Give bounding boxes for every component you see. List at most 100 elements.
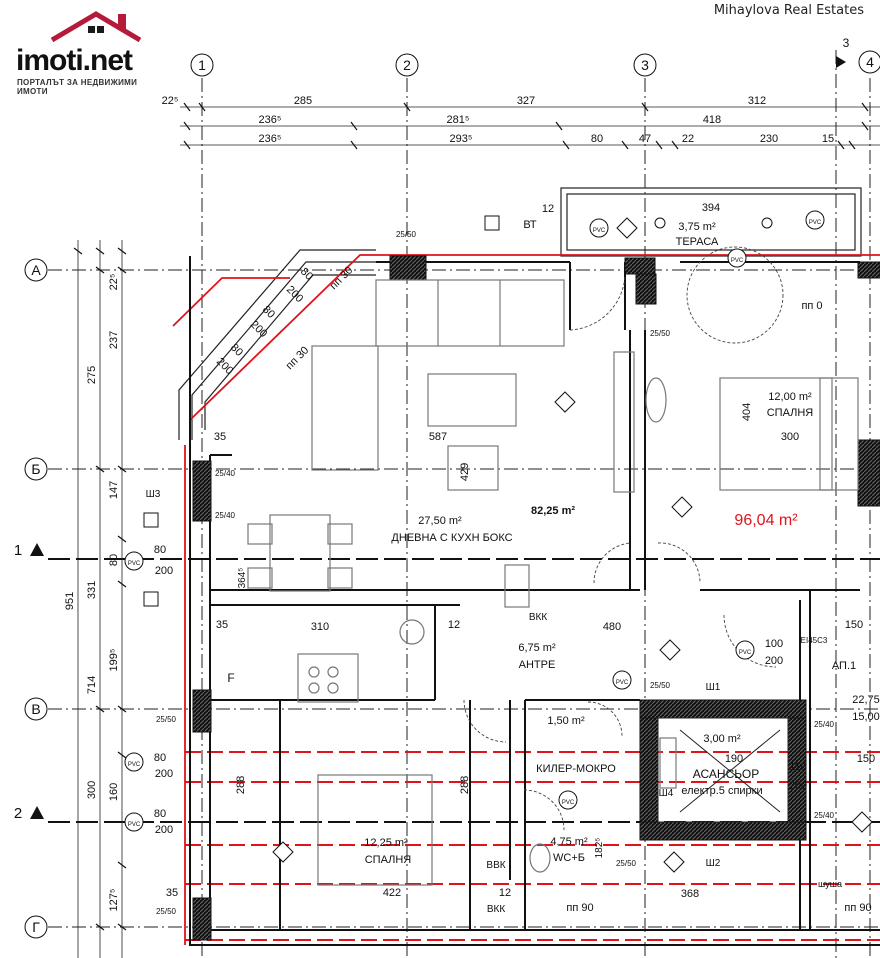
dim-left-275: 275 [86, 366, 98, 384]
label-429: 429 [459, 463, 471, 481]
label-pvc-f: PVC [616, 680, 629, 686]
label-80-b: 80 [154, 752, 166, 764]
dim-left-300: 300 [86, 781, 98, 799]
label-12-c: 12 [499, 887, 511, 899]
dim-left-1995: 199⁵ [108, 649, 120, 672]
room-elevator-area: 3,00 m² [703, 733, 741, 745]
column-2-label: 2 [403, 57, 411, 73]
label-vkk2: ВВК [486, 860, 505, 871]
label-35-a: 35 [216, 619, 228, 631]
left-dimensions: 951 275 331 714 300 22⁵ 237 147 80 199⁵ … [64, 240, 127, 958]
label-pp0: пп 0 [801, 300, 822, 312]
label-110: 110 [789, 761, 807, 773]
label-2550-a: 25/50 [396, 230, 417, 239]
logo-subtitle: ПОРТАЛЪТ ЗА НЕДВИЖИМИ ИМОТИ [17, 78, 138, 96]
label-200-b: 200 [155, 768, 173, 780]
label-2550-b: 25/50 [156, 715, 177, 724]
label-pvc-d: PVC [128, 762, 141, 768]
room-elevator-note: електр.5 спирки [681, 785, 762, 797]
room-storage-area: 1,50 m² [547, 715, 585, 727]
label-35-c: 35 [166, 887, 178, 899]
label-200-lift: 200 [789, 780, 807, 792]
room-total-net: 82,25 m² [531, 505, 575, 517]
label-sh4: Ш4 [659, 788, 674, 799]
label-2540-b: 25/40 [215, 511, 236, 520]
label-pvc-b: PVC [809, 220, 822, 226]
svg-text:200: 200 [214, 356, 235, 377]
dim-top3-0: 236⁵ [259, 133, 282, 145]
label-35-b: 35 [214, 431, 226, 443]
label-190: 190 [725, 753, 743, 765]
logo-text: imoti.net [16, 44, 133, 77]
room-bedroom2-name: СПАЛНЯ [365, 854, 412, 866]
dim-left-225: 22⁵ [108, 274, 120, 291]
dim-left-160: 160 [108, 783, 120, 801]
logo[interactable]: imoti.net ПОРТАЛЪТ ЗА НЕДВИЖИМИ ИМОТИ [8, 6, 168, 96]
room-living-name: ДНЕВНА С КУХН БОКС [391, 532, 512, 544]
top-dimensions: 22⁵ 285 327 312 236⁵ 281⁵ 418 236⁵ 293⁵ … [162, 95, 880, 150]
room-living-area: 27,50 m² [418, 515, 462, 527]
logo-chimney [118, 14, 126, 30]
label-368: 368 [681, 888, 699, 900]
label-pvc-h: PVC [739, 650, 752, 656]
label-200-a: 200 [155, 565, 173, 577]
label-480: 480 [603, 621, 621, 633]
dim-top3-1: 293⁵ [450, 133, 473, 145]
label-12-b: 12 [542, 203, 554, 215]
room-elevator-name: АСАНСЬОР [693, 767, 759, 781]
label-80-c: 80 [154, 808, 166, 820]
axis-lines [48, 50, 880, 958]
dim-left-147: 147 [108, 481, 120, 499]
dim-top1-3: 312 [748, 95, 766, 107]
dim-top1-1: 285 [294, 95, 312, 107]
dim-top3-5: 230 [760, 133, 778, 145]
label-pvc-i: PVC [731, 258, 744, 264]
logo-roof [50, 11, 142, 43]
label-288b: 288 [459, 776, 471, 794]
label-587: 587 [429, 431, 447, 443]
dim-left-237: 237 [108, 331, 120, 349]
annotation-labels: 587 300 404 429 310 480 422 368 394 190 … [128, 202, 875, 916]
walls [189, 256, 880, 946]
label-150a: 150 [845, 619, 863, 631]
label-200: 200 [765, 655, 783, 667]
dim-left-714: 714 [86, 676, 98, 694]
label-vt: ВТ [523, 219, 537, 231]
label-pvc-a: PVC [593, 228, 606, 234]
label-1825: 182⁵ [594, 838, 605, 859]
row-a-label: А [31, 262, 41, 278]
label-sh1: Ш1 [706, 682, 721, 693]
label-shusha: шуша [818, 879, 842, 889]
label-pp30b: пп 30 [284, 344, 312, 372]
svg-text:200: 200 [284, 284, 305, 305]
logo-window [88, 26, 104, 33]
room-neighbour-area2: 15,00 [852, 711, 880, 723]
label-2550-c: 25/50 [650, 681, 671, 690]
label-ap1: АП.1 [832, 660, 856, 672]
label-vkk1: ВКК [529, 612, 547, 623]
dim-top1-0: 22⁵ [162, 95, 179, 107]
elevator-shaft [657, 717, 789, 823]
section-1-label: 1 [14, 542, 22, 559]
label-pvc-g: PVC [562, 800, 575, 806]
dim-top3-2: 80 [591, 133, 603, 145]
label-150b: 150 [857, 753, 875, 765]
dim-top2-2: 418 [703, 114, 721, 126]
dim-top2-1: 281⁵ [447, 114, 470, 126]
column-4-label: 4 [866, 54, 874, 70]
label-ei45: EI45C3 [801, 636, 828, 645]
column-1-label: 1 [198, 57, 206, 73]
red-dashed-lines [185, 751, 880, 941]
label-100: 100 [765, 638, 783, 650]
label-80-a: 80 [154, 544, 166, 556]
room-bedroom1-name: СПАЛНЯ [767, 407, 814, 419]
label-pvc-e: PVC [128, 822, 141, 828]
dim-left-80: 80 [108, 554, 120, 566]
label-200-c: 200 [155, 824, 173, 836]
label-2550-e: 25/50 [616, 859, 637, 868]
label-2540-a: 25/40 [215, 469, 236, 478]
column-3-label: 3 [641, 57, 649, 73]
column-3-section-label: 3 [843, 36, 850, 50]
dim-left-951: 951 [64, 592, 76, 610]
